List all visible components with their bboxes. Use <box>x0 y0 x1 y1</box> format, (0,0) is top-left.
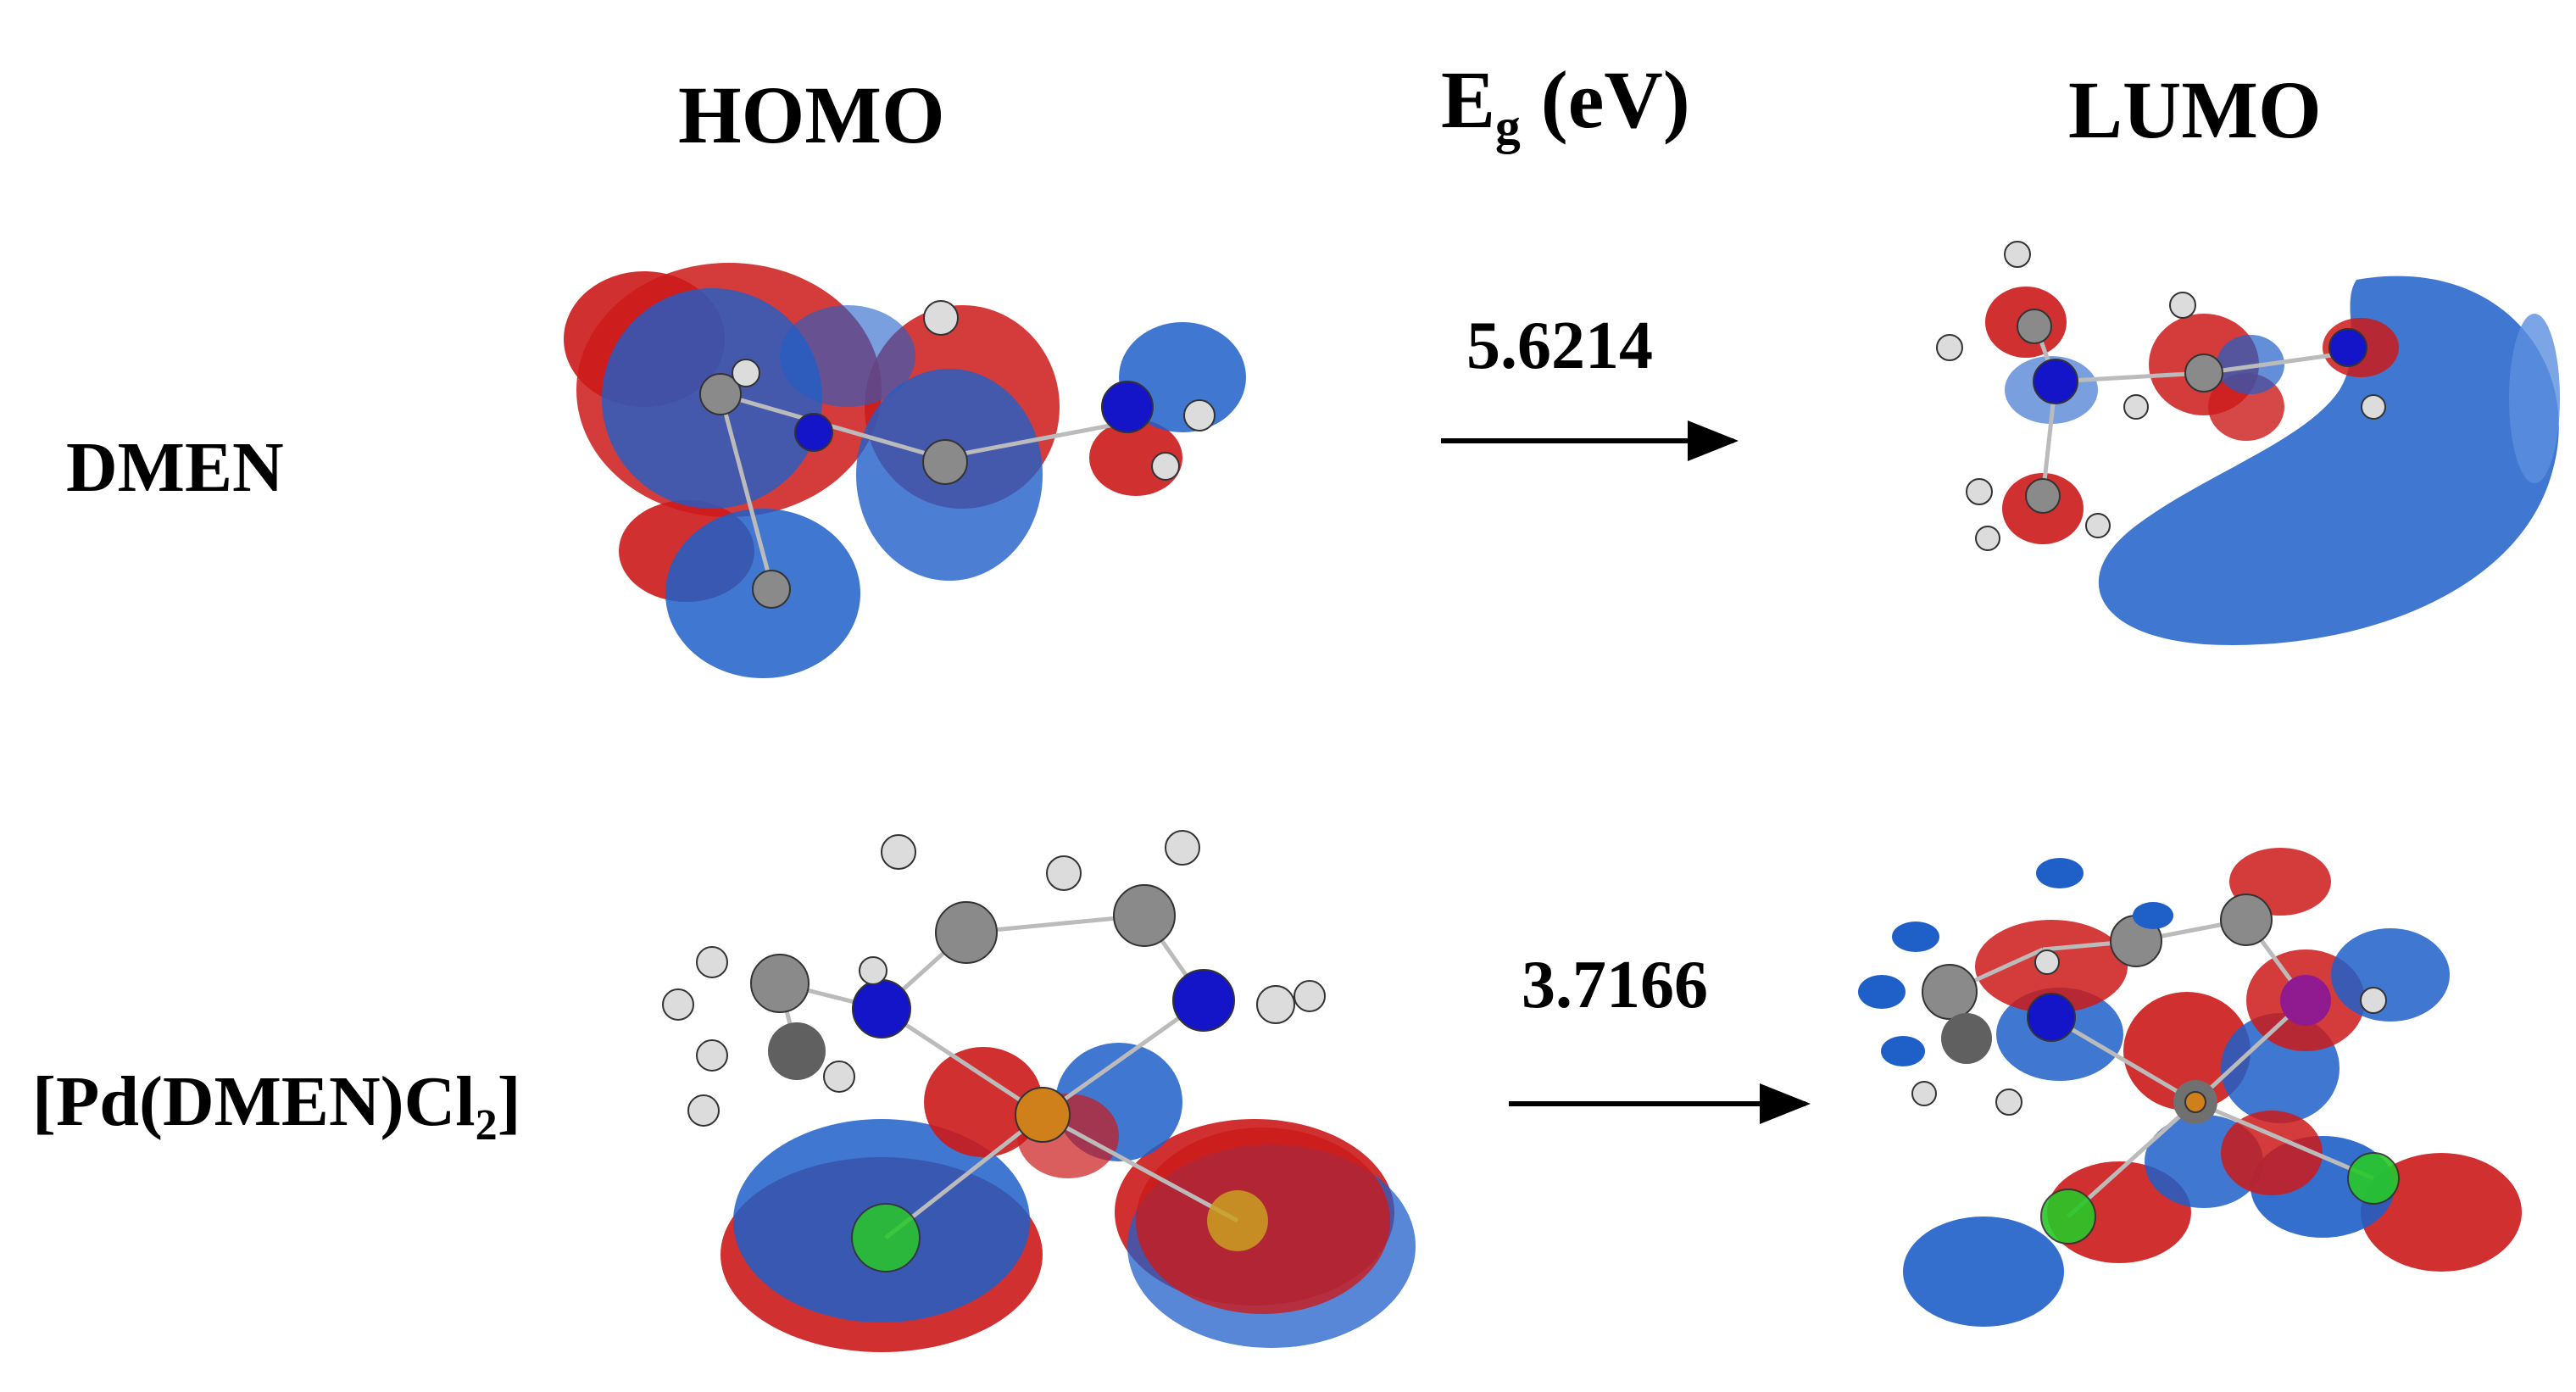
dmen-lumo-orbital <box>1936 241 2560 645</box>
energy-gap-value-pd-complex: 3.7166 <box>1522 948 1708 1022</box>
row-label-pd-complex: [Pd(DMEN)Cl2] <box>32 1066 521 1148</box>
dmen-homo-orbital <box>564 263 1246 678</box>
energy-gap-symbol: E <box>1441 54 1496 145</box>
homo-column-header: HOMO <box>678 70 945 160</box>
pd-complex-label-end: ] <box>497 1062 521 1141</box>
energy-gap-column-header: Eg (eV) <box>1441 59 1690 152</box>
energy-gap-unit: (eV) <box>1540 54 1690 145</box>
lumo-column-header: LUMO <box>2068 64 2322 155</box>
pd-complex-homo-orbital <box>662 830 1416 1352</box>
row-label-dmen: DMEN <box>66 428 284 507</box>
pd-complex-lumo-orbital <box>1858 848 2522 1327</box>
energy-gap-value-dmen: 5.6214 <box>1466 309 1653 383</box>
energy-gap-subscript: g <box>1495 98 1521 155</box>
pd-complex-label-subscript: 2 <box>475 1100 498 1150</box>
pd-complex-label-main: [Pd(DMEN)Cl <box>32 1062 476 1141</box>
